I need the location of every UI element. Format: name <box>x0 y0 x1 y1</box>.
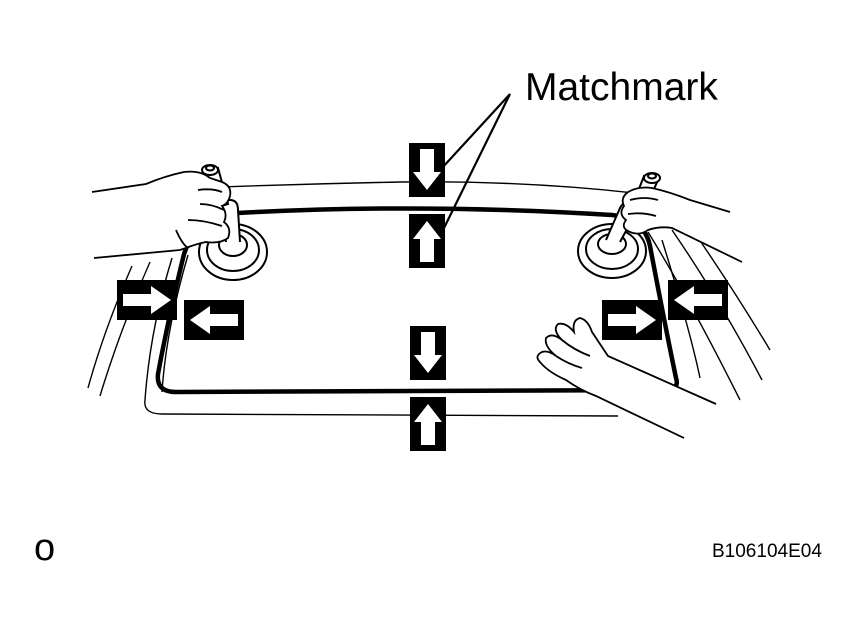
matchmark-callout-label: Matchmark <box>525 66 718 109</box>
up-arrow-icon <box>410 397 446 451</box>
down-arrow-icon <box>409 143 445 197</box>
hand-icon <box>620 186 743 263</box>
right-arrow-icon <box>117 280 177 320</box>
corner-symbol-label: o <box>34 527 56 569</box>
down-arrow-icon <box>410 326 446 380</box>
left-arrow-icon <box>184 300 244 340</box>
left-arrow-icon <box>668 280 728 320</box>
hand-icon <box>536 317 717 439</box>
right-arrow-icon <box>602 300 662 340</box>
hand-icon <box>91 170 232 259</box>
matchmark-leader-lines <box>441 93 511 229</box>
up-arrow-icon <box>409 214 445 268</box>
figure-id-label: B106104E04 <box>712 541 822 562</box>
suction-cup-icon <box>577 201 647 279</box>
